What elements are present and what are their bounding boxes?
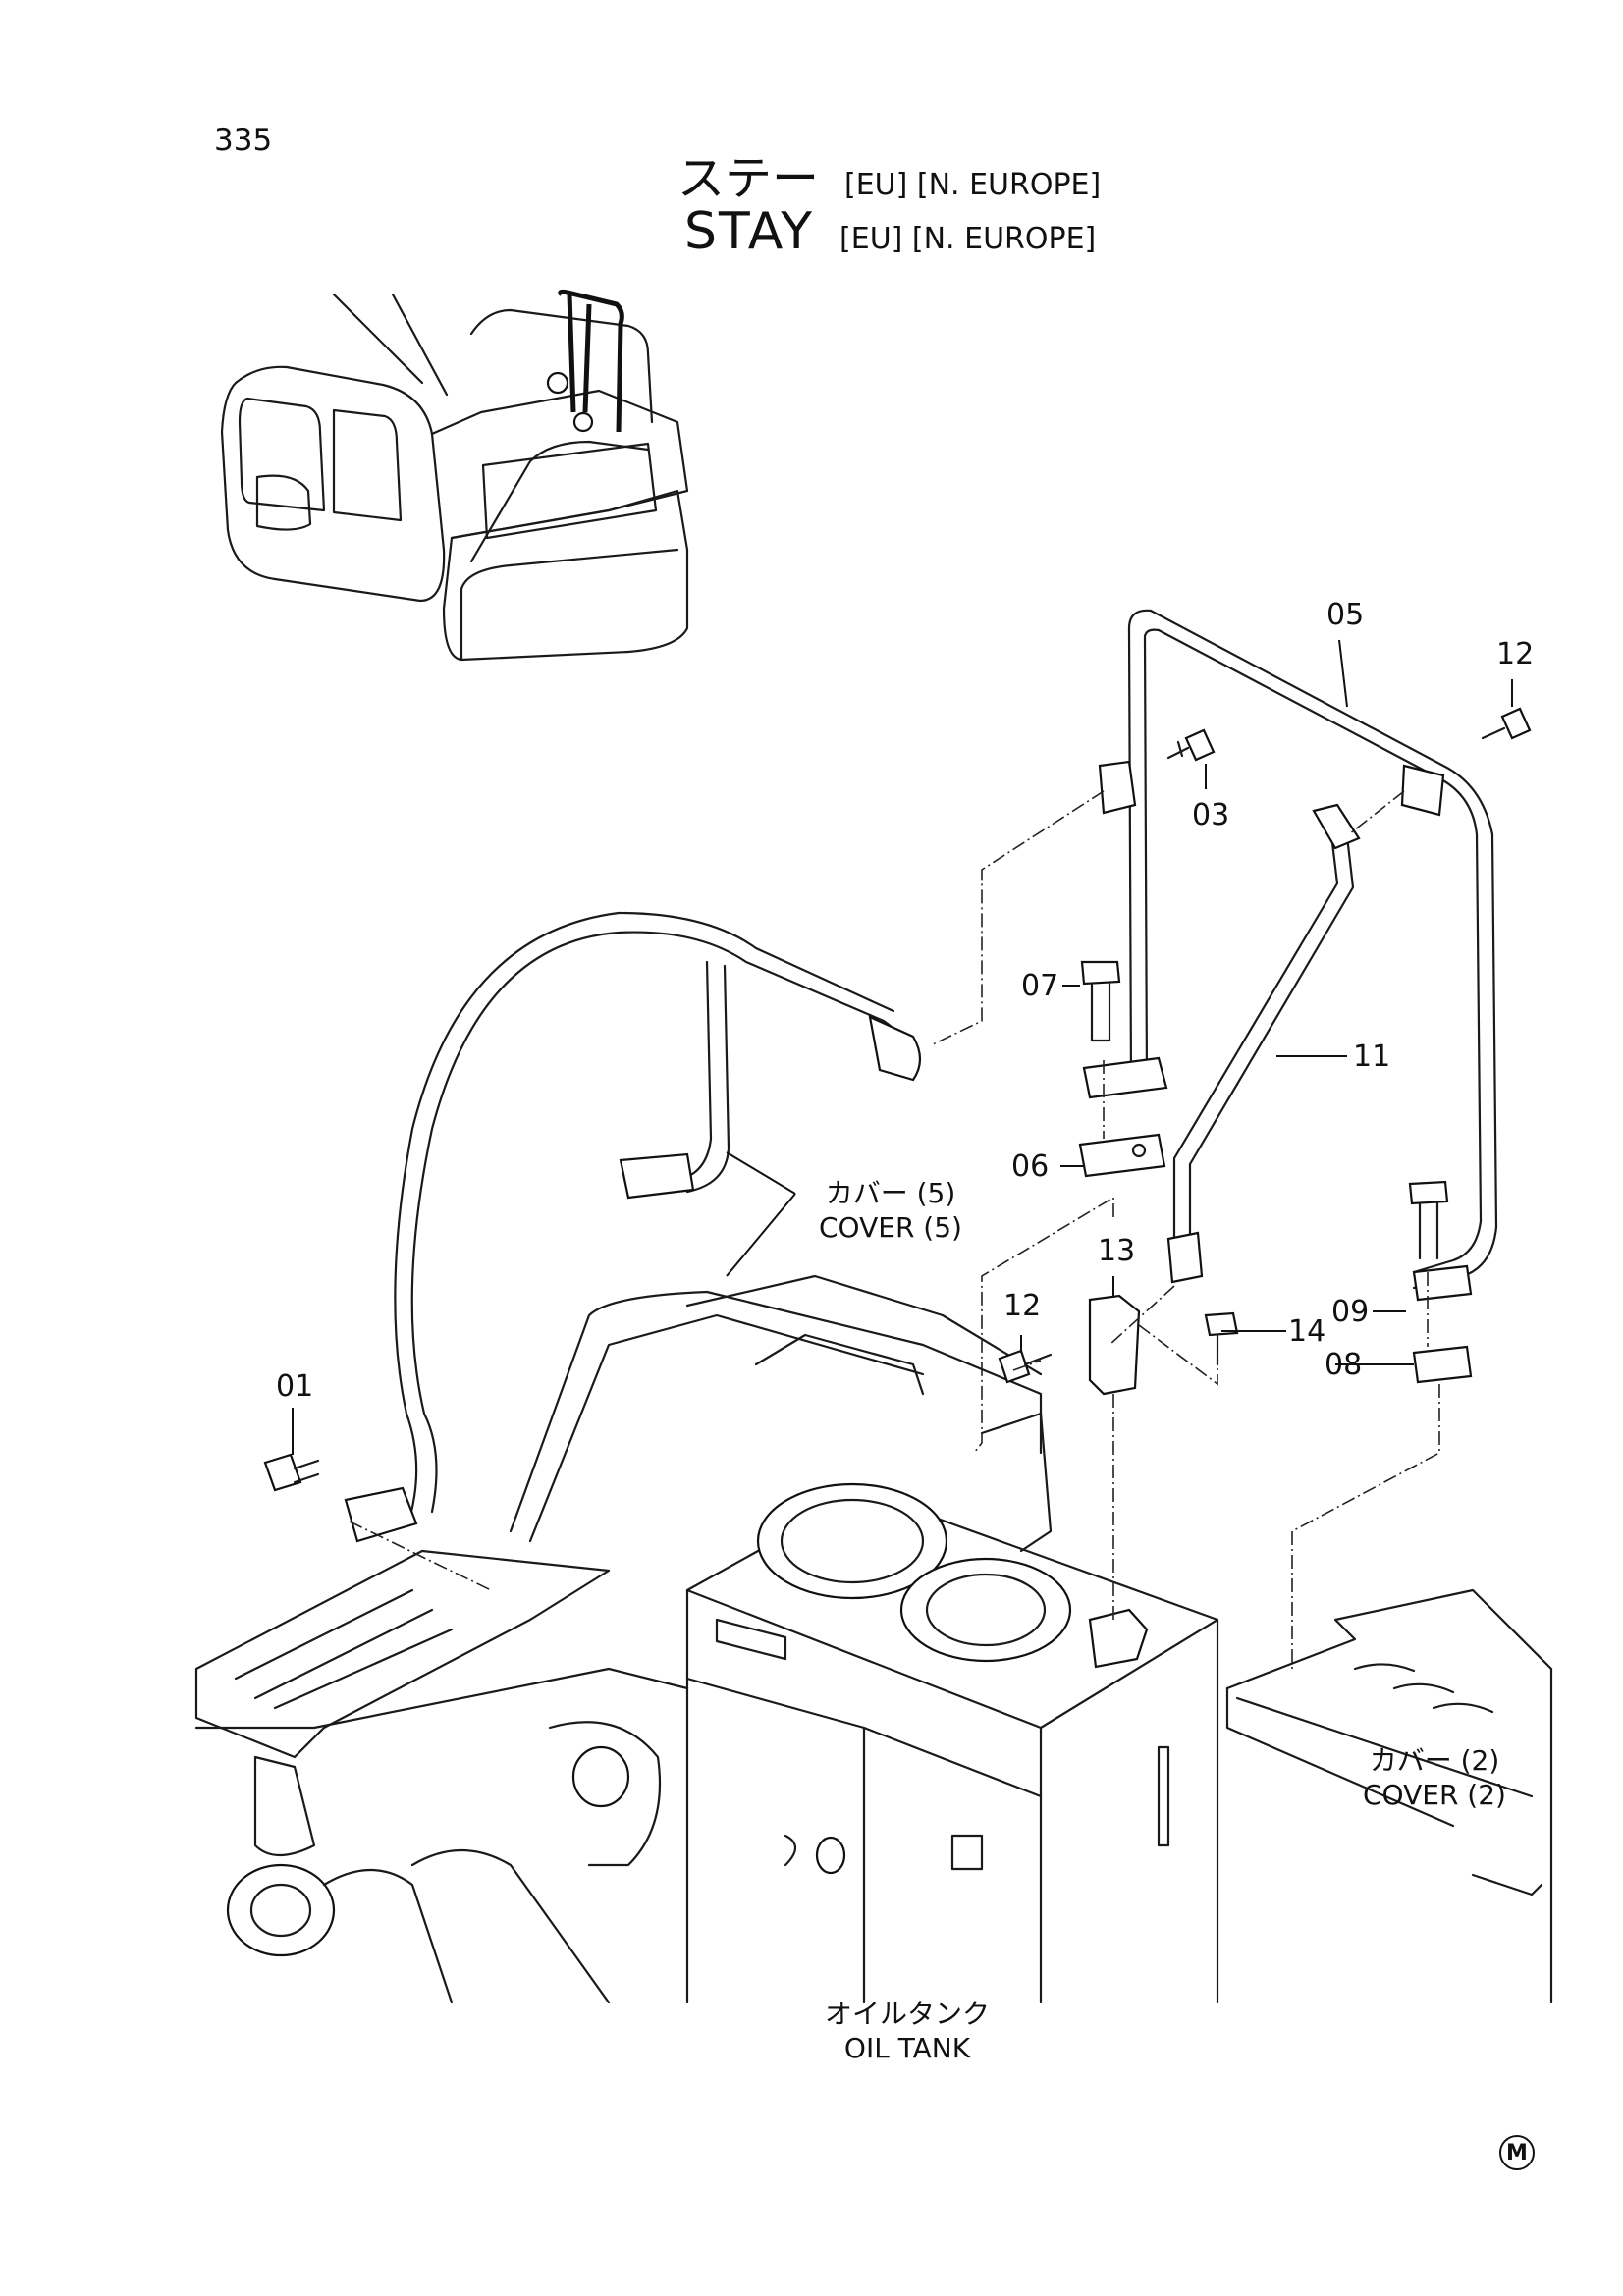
callout-12-lower: 12 — [1003, 1289, 1042, 1323]
note-cover-5: カバー (5) COVER (5) — [819, 1176, 962, 1245]
callout-07: 07 — [1021, 969, 1059, 1003]
title-jp-tags: [EU] [N. EUROPE] — [844, 168, 1102, 202]
assembly-lines — [350, 791, 1439, 1669]
title-en-text: STAY — [684, 202, 815, 261]
machine-overview-inset — [222, 292, 687, 660]
note-cover-5-en: COVER (5) — [819, 1211, 962, 1244]
cover-5-rail — [346, 913, 920, 1541]
title-english: STAY[EU] [N. EUROPE] — [684, 206, 1096, 257]
callout-13: 13 — [1098, 1234, 1136, 1268]
note-cover-5-jp: カバー (5) — [825, 1177, 956, 1209]
note-cover-2-en: COVER (2) — [1363, 1779, 1506, 1811]
callout-06: 06 — [1011, 1149, 1050, 1184]
oil-tank-assembly — [196, 1276, 1551, 2002]
note-oil-tank: オイルタンク OIL TANK — [825, 1997, 990, 2065]
callout-11: 11 — [1353, 1040, 1391, 1074]
callout-01: 01 — [276, 1369, 314, 1404]
fasteners — [265, 709, 1530, 1490]
leader-lines — [293, 640, 1512, 1455]
title-japanese: ステー[EU] [N. EUROPE] — [677, 155, 1101, 202]
note-cover-2-jp: カバー (2) — [1369, 1744, 1500, 1777]
callout-09: 09 — [1331, 1295, 1370, 1329]
note-oil-tank-en: OIL TANK — [843, 2032, 971, 2064]
maker-mark-icon: M — [1499, 2135, 1535, 2170]
title-en-tags: [EU] [N. EUROPE] — [839, 222, 1097, 256]
title-jp-text: ステー — [677, 151, 820, 206]
note-oil-tank-jp: オイルタンク — [825, 1998, 991, 2030]
callout-12-top: 12 — [1496, 637, 1535, 671]
callout-05: 05 — [1326, 598, 1365, 632]
page-number: 335 — [214, 123, 273, 158]
brace-11 — [1168, 805, 1359, 1282]
callout-14: 14 — [1288, 1314, 1326, 1349]
callout-03: 03 — [1192, 798, 1230, 832]
note-cover-2: カバー (2) COVER (2) — [1363, 1743, 1506, 1812]
callout-08: 08 — [1325, 1348, 1363, 1382]
